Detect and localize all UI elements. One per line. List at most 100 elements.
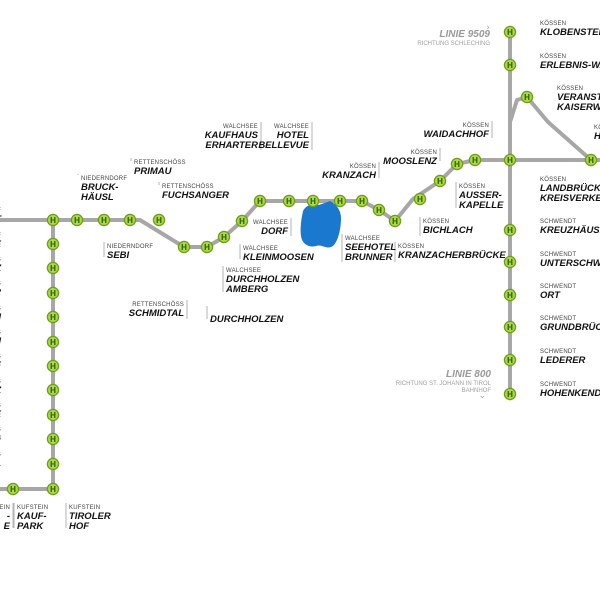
bus-stop-icon[interactable]: H — [503, 58, 517, 72]
stop-label[interactable]: SCHWENDTKREUZHÄUSL... — [540, 219, 600, 236]
bus-stop-icon[interactable]: H — [503, 288, 517, 302]
stop-label[interactable]: KÖSSENVERANST...KAISERW... — [557, 85, 600, 113]
stop-label[interactable]: EBBS...TRUM — [0, 330, 2, 347]
svg-text:H: H — [507, 323, 513, 332]
stop-label[interactable]: EBBS...WEHR — [0, 281, 1, 298]
bus-stop-icon[interactable]: H — [503, 153, 517, 167]
stop-label[interactable]: EBBS...WANG — [0, 427, 2, 444]
stop-town: KÖSSEN — [540, 20, 566, 27]
bus-stop-icon[interactable]: H — [46, 310, 60, 324]
bus-stop-icon[interactable]: H — [372, 203, 386, 217]
svg-text:H: H — [507, 390, 513, 399]
bus-stop-icon[interactable]: H — [306, 194, 320, 208]
bus-stop-icon[interactable]: H — [503, 387, 517, 401]
bus-stop-icon[interactable]: H — [46, 482, 60, 496]
bus-stop-icon[interactable]: H — [46, 359, 60, 373]
bus-stop-icon[interactable]: H — [6, 482, 20, 496]
stop-label[interactable]: NIEDERNDORF...STAMT — [0, 208, 2, 225]
bus-stop-icon[interactable]: H — [46, 457, 60, 471]
bus-stop-icon[interactable]: H — [200, 240, 214, 254]
bus-stop-icon[interactable]: H — [123, 213, 137, 227]
stop-name: ERHARTER — [205, 140, 258, 151]
stop-name: ORT — [540, 290, 561, 301]
stop-label[interactable]: SCHWENDTGRUNDBRÜC... — [540, 316, 600, 333]
stop-label[interactable]: DURCHHOLZEN — [210, 314, 284, 325]
stop-label[interactable]: EBBS...HANZ — [0, 379, 2, 396]
stop-name: KRANZACHERBRÜCKE — [398, 250, 506, 261]
stop-label[interactable]: EBBS...RTAL — [0, 452, 1, 469]
bus-stop-icon[interactable]: H — [46, 383, 60, 397]
bus-stop-icon[interactable]: H — [450, 157, 464, 171]
bus-stop-icon[interactable]: H — [355, 194, 369, 208]
bus-stop-icon[interactable]: H — [282, 194, 296, 208]
lake-walchsee — [300, 201, 341, 248]
bus-stop-icon[interactable]: H — [433, 174, 447, 188]
bus-stop-icon[interactable]: H — [503, 255, 517, 269]
stop-label[interactable]: SCHWENDTUNTERSCHW... — [540, 252, 600, 269]
bus-stop-icon[interactable]: H — [46, 335, 60, 349]
bus-stop-icon[interactable]: H — [503, 223, 517, 237]
bus-stop-icon[interactable]: H — [46, 432, 60, 446]
bus-stop-icon[interactable]: H — [253, 194, 267, 208]
bus-stop-icon[interactable]: H — [46, 261, 60, 275]
bus-stop-icon[interactable]: H — [97, 213, 111, 227]
svg-text:H: H — [50, 240, 56, 249]
bus-stop-icon[interactable]: H — [46, 408, 60, 422]
stop-label[interactable]: EBBS...TRUM — [0, 306, 2, 323]
stop-label[interactable]: KUFSTEIN-E — [0, 505, 11, 532]
bus-stop-icon[interactable]: H — [503, 25, 517, 39]
stop-town: EBBS — [0, 452, 1, 458]
bus-stop-icon[interactable]: H — [217, 230, 231, 244]
bus-stop-icon[interactable]: H — [177, 240, 191, 254]
stop-label[interactable]: EBBS...PLATZ — [0, 257, 2, 274]
bus-stop-icon[interactable]: H — [468, 153, 482, 167]
bus-stop-icon[interactable]: H — [235, 214, 249, 228]
stop-label[interactable]: EBBS...DORF — [0, 354, 1, 371]
stop-label[interactable]: SCHWENDTHOHENKENDL... — [540, 382, 600, 399]
stop-label[interactable]: KÖSSENKLOBENSTEIN... — [540, 20, 600, 38]
stop-label[interactable]: KÖSSENLANDBRÜCK...KREISVERKEH... — [540, 176, 600, 204]
stop-label[interactable]: KÖSSENH... — [594, 124, 600, 142]
bus-stop-icon[interactable]: H — [70, 213, 84, 227]
bus-stop-icon[interactable]: H — [152, 213, 166, 227]
bus-stop-icon[interactable]: H — [413, 192, 427, 206]
stop-name: KLEINMOOSEN — [243, 252, 315, 263]
stop-name: HOHENKENDL... — [540, 388, 600, 399]
bus-stop-icon[interactable]: H — [46, 237, 60, 251]
bus-stop-icon[interactable]: H — [520, 90, 534, 104]
direction-arrow-icon: ⌄ — [478, 391, 486, 401]
stop-label[interactable]: KÖSSENERLEBNIS-WA... — [540, 53, 600, 71]
stop-label[interactable]: NIEDERNDORF...GASSE — [0, 233, 2, 250]
stop-name: HOTEL — [277, 130, 309, 141]
stop-name: KAUF- — [17, 511, 47, 522]
bus-stop-icon[interactable]: H — [333, 194, 347, 208]
stop-label[interactable]: EBBS...LAGE — [0, 403, 2, 420]
bus-stop-icon[interactable]: H — [584, 153, 598, 167]
bus-stop-icon[interactable]: H — [503, 320, 517, 334]
bus-stop-icon[interactable]: H — [46, 286, 60, 300]
bus-stop-icon[interactable]: H — [503, 353, 517, 367]
bus-stop-icon[interactable]: H — [46, 213, 60, 227]
bus-stop-icon[interactable]: H — [388, 214, 402, 228]
